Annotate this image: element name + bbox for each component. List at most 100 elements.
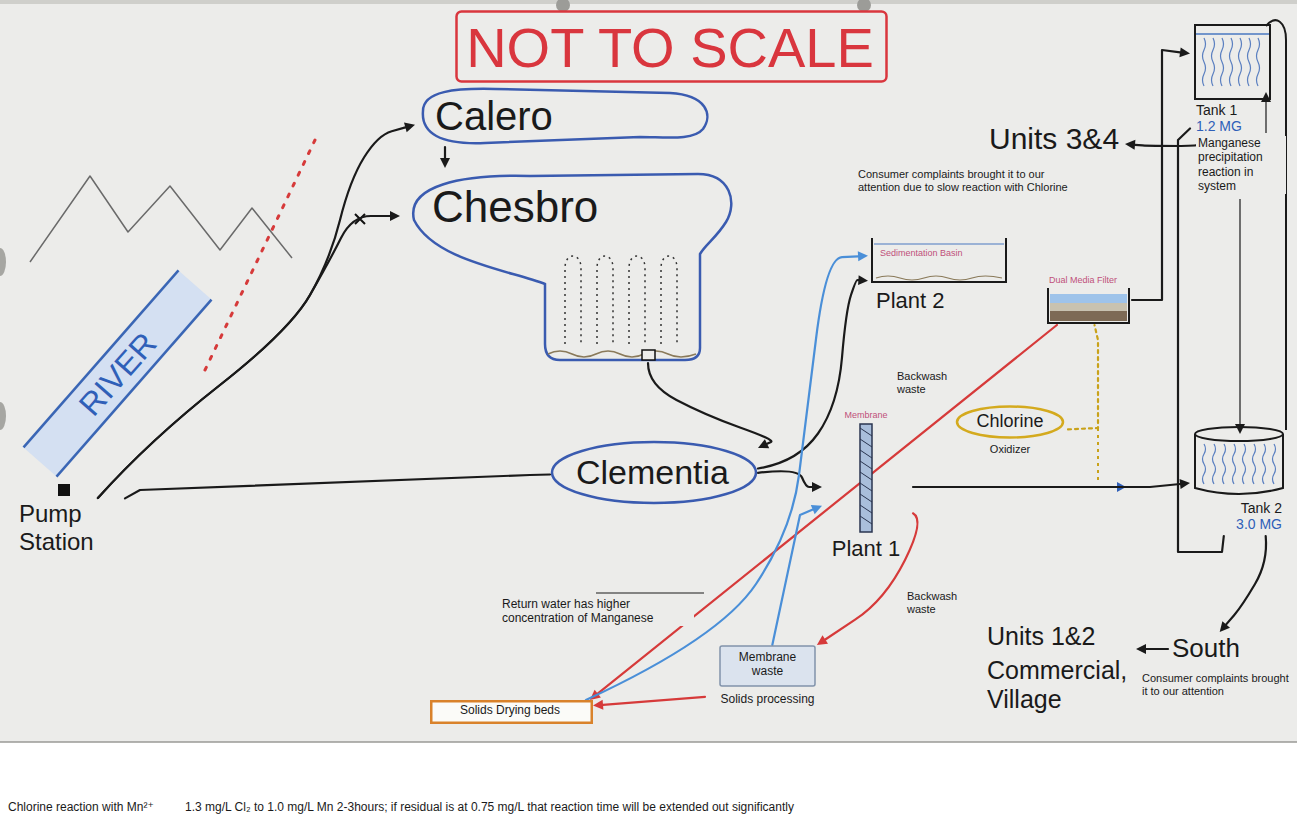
- node-sublabel: Plant 2: [876, 288, 945, 313]
- sand-layer: [1050, 303, 1127, 311]
- arrowhead: [812, 482, 822, 492]
- magnet: [556, 0, 570, 12]
- node-label: Pump Station: [19, 500, 119, 555]
- basin-outline: [872, 238, 1006, 282]
- pipe-connector: [98, 123, 415, 498]
- water-ripple: [1221, 38, 1224, 86]
- node-sublabel: Oxidizer: [955, 443, 1065, 456]
- arrowhead: [811, 505, 822, 514]
- node-sublabel: 1.2 MG: [1196, 118, 1242, 134]
- connector-line: [98, 127, 406, 498]
- reservoir-outline: [423, 89, 707, 143]
- pipe-connector: [1136, 644, 1168, 654]
- connector-line: [1132, 50, 1180, 300]
- river-bank: [57, 300, 212, 477]
- tank-rim: [1195, 427, 1283, 441]
- water-ripple: [1203, 38, 1206, 86]
- board-edge: [0, 741, 1297, 743]
- node-label: Tank 1: [1196, 102, 1237, 118]
- membrane-unit: MembranePlant 1: [822, 410, 913, 564]
- node-sublabel: Commercial, Village: [987, 656, 1133, 714]
- service-area: Units 1&2Commercial, Village: [985, 620, 1136, 720]
- arrowhead: [1179, 47, 1190, 57]
- circulation-flow: [597, 256, 613, 344]
- note: Consumer complaints brought it to our at…: [1140, 672, 1296, 698]
- circulation-flow: [661, 256, 677, 344]
- water-ripple: [1248, 38, 1251, 86]
- arrowhead: [1220, 621, 1230, 632]
- arrowhead: [858, 251, 868, 261]
- circulation-flow: [565, 256, 581, 344]
- process-box: [720, 646, 815, 686]
- node-label: Sedimentation Basin: [880, 248, 963, 258]
- sediment-line: [876, 276, 1002, 280]
- media-filter: Dual Media Filter: [1045, 272, 1132, 325]
- node-label: Solids Drying beds: [430, 704, 590, 718]
- pipe-connector: [1068, 325, 1098, 429]
- reservoir-outline: [413, 174, 731, 360]
- pipe-connector: [817, 513, 918, 645]
- pipe-connector: [125, 475, 550, 499]
- node-label: Dual Media Filter: [1049, 275, 1117, 285]
- node-sublabel: 3.0 MG: [1190, 516, 1282, 532]
- node-sublabel: Plant 1: [822, 536, 910, 561]
- edge-label: Backwash waste: [905, 590, 969, 616]
- arrowhead: [1125, 140, 1135, 150]
- membrane-hatch: [860, 428, 872, 524]
- storage-tank: Tank 23.0 MG: [1190, 420, 1288, 536]
- reservoir: Calero: [415, 85, 715, 147]
- node-label: Chesbro: [432, 182, 598, 233]
- pipe-connector: [913, 479, 1190, 489]
- water-line: [1196, 33, 1269, 35]
- node-label: Chlorine: [955, 411, 1065, 432]
- leader-arrowhead: [1235, 424, 1245, 434]
- node-label: Calero: [435, 93, 553, 139]
- pipe-connector: [1132, 47, 1190, 300]
- drying-beds-box: Solids Drying beds: [430, 700, 593, 724]
- connector-line: [1146, 648, 1168, 650]
- board-knob: [0, 248, 6, 276]
- tank-outline: [1195, 434, 1283, 494]
- connector-line: [772, 510, 813, 645]
- arrowhead: [858, 275, 868, 285]
- arrowhead: [390, 211, 400, 221]
- board-frame: [0, 0, 1297, 4]
- water-ripple: [1257, 38, 1260, 86]
- pipe-connector: [772, 505, 822, 645]
- outlet: [642, 350, 655, 360]
- connector-line: [913, 484, 1180, 487]
- whiteboard: [0, 0, 1297, 742]
- arrowhead: [440, 158, 450, 168]
- pipe-connector: [590, 325, 1057, 700]
- arrowhead: [593, 700, 603, 710]
- reservoir: Chesbro: [400, 168, 738, 363]
- pipe-connector: [648, 363, 771, 448]
- circulation-flow: [629, 256, 645, 344]
- footnote: Chlorine reaction with Mn²⁺: [8, 800, 154, 814]
- zone-label: South: [1168, 632, 1248, 666]
- arrowhead: [1136, 644, 1146, 654]
- water-ripple: [1212, 38, 1215, 86]
- pipe-connector: [758, 471, 822, 492]
- water-ripple: [1223, 444, 1226, 484]
- connector-line: [648, 363, 771, 444]
- water-ripple: [1273, 444, 1276, 484]
- leader-line: [596, 592, 704, 593]
- dotted-boundary: [205, 140, 315, 370]
- node-label: Membrane: [822, 410, 910, 420]
- note: Consumer complaints brought it to our at…: [856, 168, 1075, 194]
- oxidizer-feed: ChlorineOxidizer: [955, 405, 1068, 459]
- arrowhead: [817, 635, 828, 645]
- reservoir: Clementia: [550, 440, 758, 505]
- sedimentation-basin: Sedimentation BasinPlant 2: [868, 230, 1010, 318]
- water-ripple: [1230, 38, 1233, 86]
- connector-line: [444, 147, 446, 158]
- board-knob: [0, 402, 6, 430]
- membrane-bar: [860, 424, 872, 532]
- connector-line: [603, 697, 705, 705]
- river-name: RIVER: [71, 324, 165, 423]
- water-ripple: [1253, 444, 1256, 484]
- water-ripple: [1263, 444, 1266, 484]
